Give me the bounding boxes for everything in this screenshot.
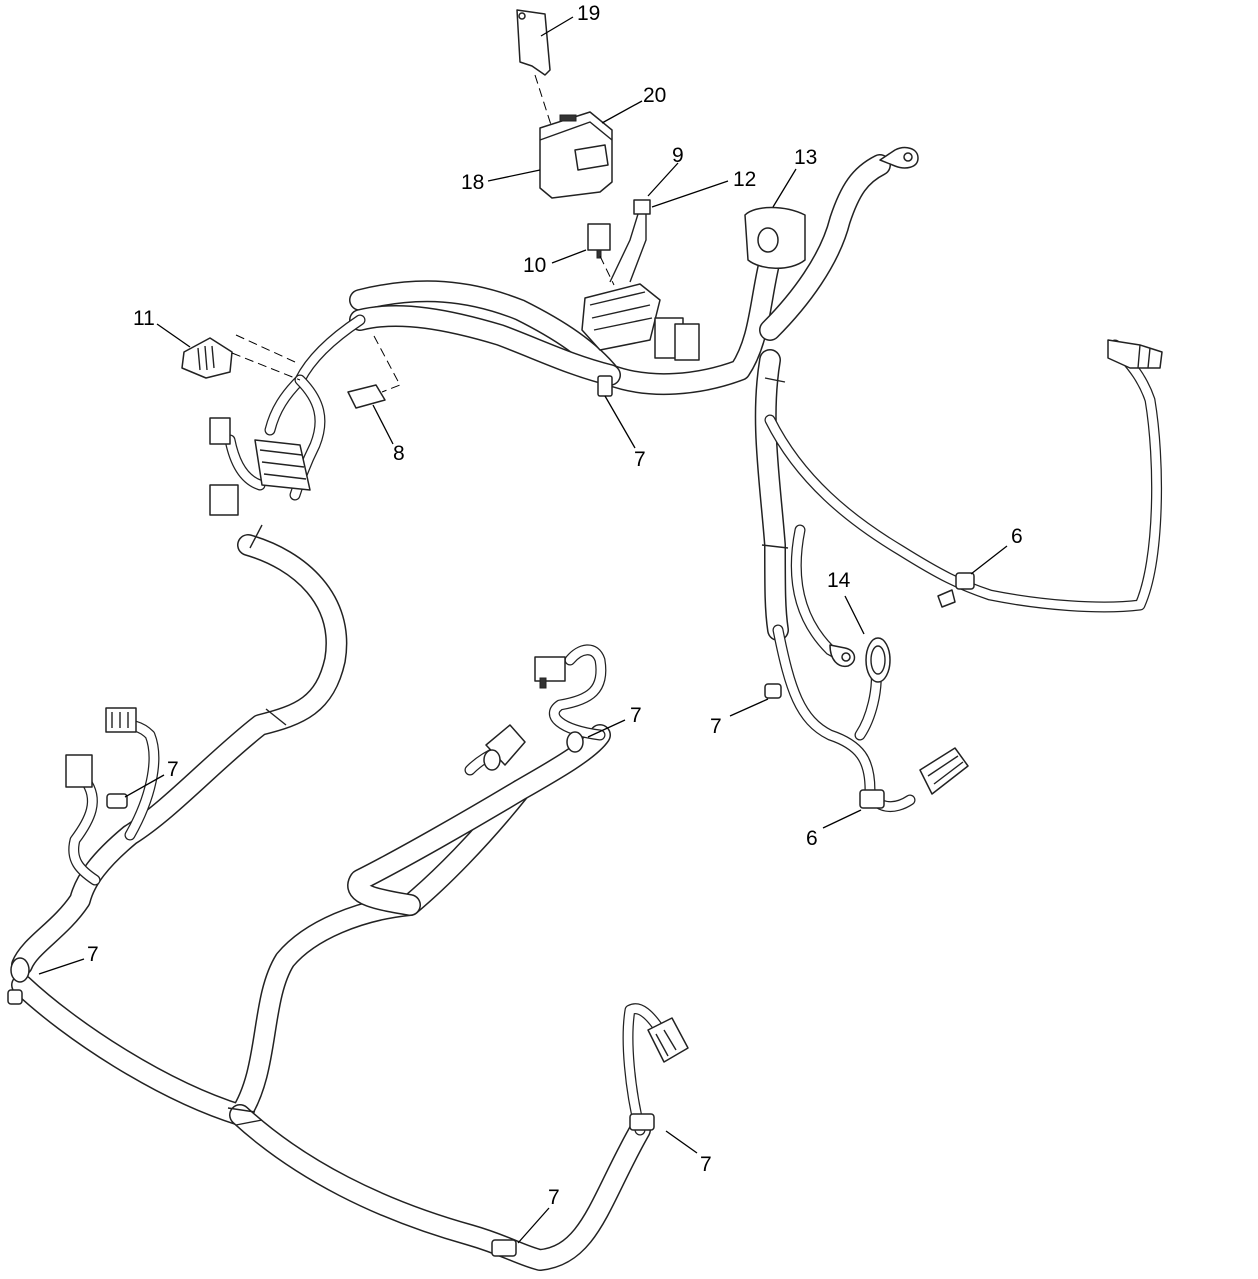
- callout-7-right: 7: [710, 715, 722, 738]
- callout-7-left: 7: [167, 758, 179, 781]
- harness-upper-run: [349, 249, 781, 396]
- callout-18: 18: [461, 171, 484, 194]
- callout-9: 9: [672, 144, 684, 167]
- callout-7-bottom-right: 7: [700, 1153, 712, 1176]
- connector-left-upper: [65, 707, 137, 788]
- callout-7-mid: 7: [630, 704, 642, 727]
- fuse-holder-11: [181, 337, 233, 379]
- boot-13: [744, 206, 806, 269]
- relay-10: [587, 223, 611, 259]
- callout-13: 13: [794, 146, 817, 169]
- harness-right-trunk: [754, 154, 891, 641]
- harness-bottom-loop: [11, 724, 651, 1271]
- harness-tape-marks: [227, 377, 789, 1126]
- callout-8: 8: [393, 442, 405, 465]
- harness-branch-wires: [68, 314, 1163, 1136]
- callout-6-right: 6: [1011, 525, 1023, 548]
- callout-7-lowleft: 7: [87, 943, 99, 966]
- connector-right-end: [1107, 339, 1163, 369]
- leader-lines: [38, 16, 1008, 1244]
- ring-terminal-top: [879, 146, 919, 169]
- callout-14: 14: [827, 569, 851, 592]
- connector-housing-main: [581, 283, 700, 361]
- callout-11: 11: [133, 307, 155, 330]
- connector-bottom-right: [647, 1017, 689, 1063]
- callout-7-center: 7: [634, 448, 646, 471]
- callout-20: 20: [643, 84, 666, 107]
- connector-housing-left: [209, 417, 311, 516]
- ring-terminal-14: [829, 637, 891, 683]
- fuse-cover-19: [516, 9, 551, 76]
- callout-19: 19: [577, 2, 600, 25]
- connector-mid-sensor: [483, 656, 584, 771]
- grommet-left: [10, 957, 30, 983]
- cable-clamps: [7, 375, 975, 1257]
- connector-right-lower: [919, 747, 969, 795]
- callout-12: 12: [733, 168, 756, 191]
- callout-10: 10: [523, 254, 546, 277]
- terminal-8: [347, 384, 386, 409]
- callout-7-bottom: 7: [548, 1186, 560, 1209]
- callout-6-lower: 6: [806, 827, 818, 850]
- harness-main-trunk: [11, 534, 348, 976]
- assembly-dashed-lines: [231, 74, 615, 393]
- fuse-block-18-20: [539, 111, 613, 199]
- fuse-9-12: [609, 199, 651, 283]
- callout-labels: 19 20 18 9 12 13 10 11 8 7 6 14 7 7 7 6 …: [87, 2, 1023, 1209]
